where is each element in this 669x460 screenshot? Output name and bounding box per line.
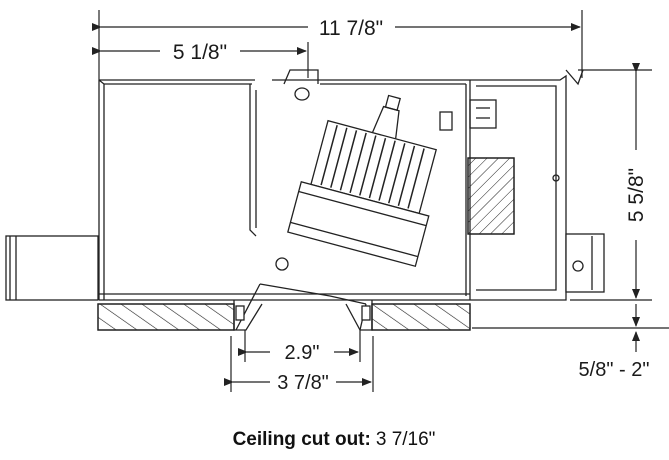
dimension-ceiling-range-label: 5/8" - 2" xyxy=(579,359,650,381)
led-module xyxy=(287,94,438,268)
dimension-height-label: 5 5/8" xyxy=(625,168,648,222)
dimension-aperture-outer-label: 3 7/8" xyxy=(277,372,329,394)
junction-box xyxy=(439,69,605,301)
dimension-overall-width-label: 11 7/8" xyxy=(319,17,383,40)
dimension-overall-width xyxy=(92,10,583,80)
dimension-height xyxy=(570,63,652,301)
dimension-aperture-inner xyxy=(238,330,361,362)
dimension-half-width xyxy=(92,42,309,78)
dimension-aperture-inner-label: 2.9" xyxy=(285,342,320,364)
ceiling-cutout-label: Ceiling cut out: xyxy=(233,429,371,450)
housing-body xyxy=(5,69,471,301)
ceiling-cutout-value: 3 7/16" xyxy=(376,429,436,450)
trim-ring xyxy=(233,300,373,331)
dimension-ceiling-range xyxy=(472,304,669,352)
dimension-half-width-label: 5 1/8" xyxy=(173,41,227,64)
ceiling-section xyxy=(97,303,471,331)
dimension-aperture-outer xyxy=(224,336,374,392)
ceiling-cutout-caption: Ceiling cut out:3 7/16" xyxy=(233,429,436,450)
